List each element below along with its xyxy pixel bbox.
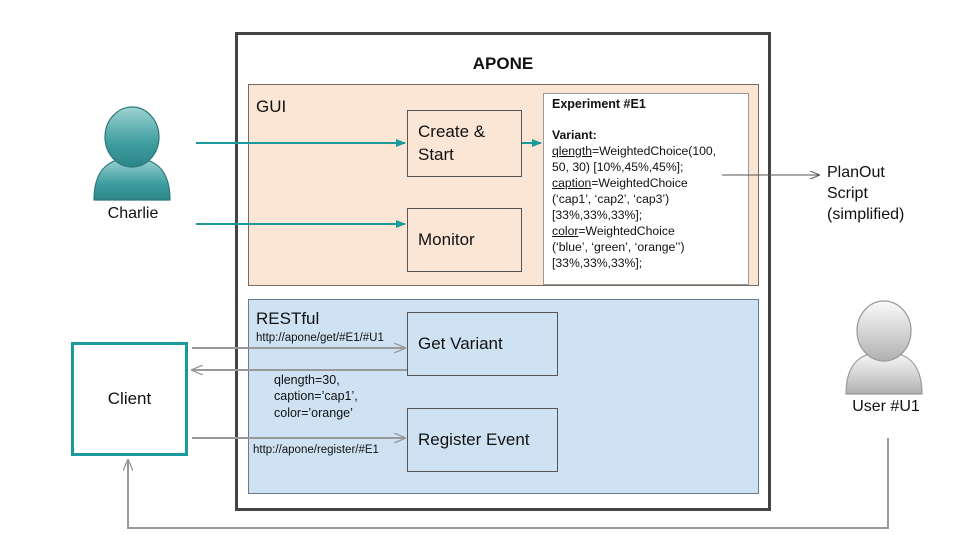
get-variant-box: Get Variant: [407, 312, 558, 376]
planout-line3: (simplified): [827, 205, 905, 223]
create-start-line2: Start: [418, 144, 454, 164]
charlie-person-icon: [93, 106, 171, 201]
caption-key: caption: [552, 175, 592, 190]
caption-rest: =WeightedChoice: [591, 175, 688, 190]
experiment-title: Experiment #E1: [552, 97, 646, 111]
create-start-line1: Create &: [418, 122, 486, 142]
color-line3: [33%,33%,33%];: [552, 256, 643, 271]
response-line3: color=’orange’: [274, 405, 353, 420]
color-line2: (‘blue’, ‘green’, ‘orange’’): [552, 240, 685, 255]
planout-line2: Script: [827, 184, 868, 202]
gui-label: GUI: [256, 97, 287, 116]
qlength-line: qlength=WeightedChoice(100,: [552, 143, 740, 159]
qlength-rest: =WeightedChoice(100,: [591, 143, 717, 158]
variant-response: qlength=30, caption=’cap1’, color=’orang…: [274, 372, 358, 421]
color-rest: =WeightedChoice: [578, 224, 675, 239]
register-event-label: Register Event: [418, 429, 530, 449]
register-event-box: Register Event: [407, 408, 558, 472]
charlie-label: Charlie: [107, 205, 159, 222]
client-label: Client: [107, 389, 152, 408]
experiment-script-box: Experiment #E1 Variant: qlength=Weighted…: [543, 93, 749, 285]
caption-line2: (‘cap1’, ‘cap2’, ‘cap3’): [552, 191, 670, 206]
qlength-key: qlength: [552, 143, 592, 158]
user-person-icon: [845, 300, 923, 395]
user-label: User #U1: [852, 398, 920, 415]
planout-line1: PlanOut: [827, 164, 885, 181]
get-variant-label: Get Variant: [418, 333, 503, 353]
monitor-label: Monitor: [418, 229, 475, 249]
qlength-line2: 50, 30) [10%,45%,45%];: [552, 159, 684, 174]
response-line2: caption=’cap1’,: [274, 389, 358, 404]
get-url-label: http://apone/get/#E1/#U1: [256, 332, 384, 344]
restful-label: RESTful: [256, 309, 320, 328]
caption-line3: [33%,33%,33%];: [552, 207, 643, 222]
color-line: color=WeightedChoice: [552, 223, 740, 239]
caption-line: caption=WeightedChoice: [552, 175, 740, 191]
variant-label: Variant:: [552, 127, 597, 142]
planout-label: PlanOut Script (simplified): [827, 163, 904, 225]
monitor-box: Monitor: [407, 208, 522, 272]
apone-title: APONE: [472, 54, 534, 73]
client-box: Client: [71, 342, 188, 456]
response-line1: qlength=30,: [274, 373, 340, 387]
register-url-label: http://apone/register/#E1: [253, 444, 379, 456]
color-key: color: [552, 224, 579, 239]
create-start-box: Create & Start: [407, 110, 522, 177]
